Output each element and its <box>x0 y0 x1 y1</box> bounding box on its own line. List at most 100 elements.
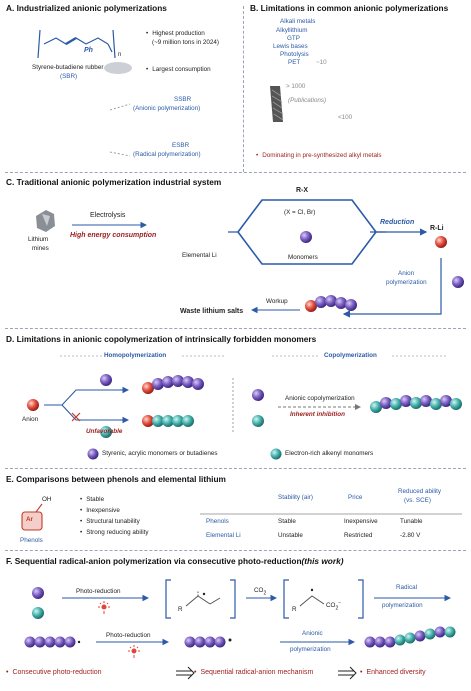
method-3: GTP <box>287 35 300 42</box>
legend-purple-ball <box>87 448 99 460</box>
table-row-li-price: Restricted <box>344 532 373 539</box>
unfavorable-cross <box>71 412 81 422</box>
homo-chain-teal <box>142 415 194 427</box>
e-bullet-4: Strong reducing ability <box>80 529 148 536</box>
table-row-li-ability: -2.80 V <box>400 532 421 539</box>
anion-monomer-ball <box>452 276 464 288</box>
anionic-poly-2: polymerization <box>290 646 331 653</box>
co2minus-text: CO <box>326 602 336 610</box>
ssbr-label: SSBR <box>174 96 192 103</box>
anion-poly-2: polymerization <box>386 279 427 286</box>
panel-c-title: C. Traditional anionic polymerization in… <box>6 177 222 187</box>
sbr-photo <box>104 62 132 74</box>
rli-ball <box>435 236 447 248</box>
polymer-chain-c <box>305 295 357 312</box>
anion-poly-1: Anion <box>398 270 415 277</box>
vertical-separator-ab <box>243 6 244 172</box>
anion-ball <box>27 399 39 411</box>
table-header-ability: Reduced ability <box>398 488 442 495</box>
publications-label: (Publications) <box>288 97 327 104</box>
anion-polymerization-arrow <box>342 258 442 318</box>
sbr-structure <box>37 29 116 59</box>
panel-a-title: A. Industrialized anionic polymerization… <box>6 3 167 13</box>
anionic-copo-label: Anionic copolymerization <box>285 395 355 402</box>
homo-teal-monomer <box>100 426 112 438</box>
waste-label: Waste lithium salts <box>180 308 244 315</box>
panel-d-title: D. Limitations in anionic copolymerizati… <box>6 334 317 344</box>
workup-label: Workup <box>266 298 288 305</box>
reduction-label: Reduction <box>380 219 415 226</box>
carboxylate-chain <box>299 595 325 607</box>
sbr-label-abbr: (SBR) <box>60 73 78 80</box>
elemental-li-label: Elemental Li <box>182 252 217 259</box>
panel-f-title-em: (this work) <box>301 556 344 566</box>
table-header-stability: Stability (air) <box>278 494 313 501</box>
unfavorable-label: Unfavorable <box>86 428 123 435</box>
copo-teal-monomer <box>252 415 264 427</box>
radical-alkene <box>185 595 221 607</box>
lithium-mines-2: mines <box>32 245 49 252</box>
a-bullet-1: Highest production <box>146 30 205 37</box>
separator-a <box>5 172 466 173</box>
panel-b-title: B. Limitations in common anionic polymer… <box>250 3 449 13</box>
method-2: Alkyllithium <box>276 27 308 34</box>
publication-bar <box>270 86 284 122</box>
panel-f-title-main: F. Sequential radical-anion polymerizati… <box>6 556 302 566</box>
lithium-mines-1: Lithium <box>28 236 49 243</box>
ssbr-sub: (Anionic polymerization) <box>133 105 201 112</box>
separator-c <box>5 328 466 329</box>
table-row-li-name: Elemental Li <box>206 532 241 539</box>
homo-purple-monomer <box>100 374 112 386</box>
method-5: Photolysis <box>280 51 309 58</box>
lithium-mine-icon <box>36 210 55 232</box>
a-bullet-2: Largest consumption <box>146 66 210 73</box>
x-eq-label: (X = Cl, Br) <box>284 209 316 216</box>
light-icon-1 <box>98 601 110 614</box>
co2minus-charge: − <box>338 600 342 606</box>
sbr-dashed-lines <box>109 103 131 157</box>
separator-e <box>5 550 466 551</box>
rli-label: R-Li <box>430 225 444 232</box>
legend-teal-ball <box>270 448 282 460</box>
publications-gt1000: > 1000 <box>286 83 306 90</box>
table-row-phenols-price: Inexpensive <box>344 518 378 525</box>
summary-3: Enhanced diversity <box>360 669 425 676</box>
sbr-label: Styrene-butadiene rubber <box>32 64 104 71</box>
table-header-ability-sub: (vs. SCE) <box>404 497 431 504</box>
f-chain-3 <box>364 626 456 648</box>
f-teal-monomer <box>32 607 44 619</box>
sbr-n: n <box>118 52 122 58</box>
carboxylate-r: R <box>292 606 297 613</box>
radical-poly-2: polymerization <box>382 602 423 609</box>
co2-label: CO2 <box>254 587 266 596</box>
co2-sub: 2 <box>263 590 267 597</box>
anion-label: Anion <box>22 416 39 423</box>
photo-reduction-label-2: Photo-reduction <box>106 632 151 639</box>
copo-purple-monomer <box>252 389 264 401</box>
esbr-label: ESBR <box>172 142 190 149</box>
light-icon-2 <box>128 645 140 658</box>
anionic-poly-1: Anionic <box>302 630 323 637</box>
branch-lines <box>44 389 126 421</box>
pet-count: ~10 <box>316 59 327 66</box>
electrolysis-label: Electrolysis <box>90 212 126 219</box>
esbr-sub: (Radical polymerization) <box>133 151 201 158</box>
rx-label: R-X <box>296 187 309 194</box>
table-row-li-stability: Unstable <box>278 532 303 539</box>
carboxylate-bracket <box>283 579 364 619</box>
photo-reduction-label-1: Photo-reduction <box>76 588 121 595</box>
table-header-price: Price <box>348 494 363 501</box>
separator-d <box>5 468 466 469</box>
method-4: Lewis bases <box>273 43 308 50</box>
carboxylate-label: CO2− <box>326 600 341 611</box>
table-row-phenols-ability: Tunable <box>400 518 423 525</box>
co2-text: CO <box>254 587 264 594</box>
e-bullet-2: Inexpensive <box>80 507 120 514</box>
f-chain-2 <box>184 636 226 648</box>
radical-r: R <box>178 606 183 613</box>
a-bullet-1b: (~9 million tons in 2024) <box>152 39 220 46</box>
method-1: Alkali metals <box>280 18 316 25</box>
monomer-ball <box>300 231 312 243</box>
b-note: Dominating in pre-synthesized alkyl meta… <box>256 152 381 159</box>
